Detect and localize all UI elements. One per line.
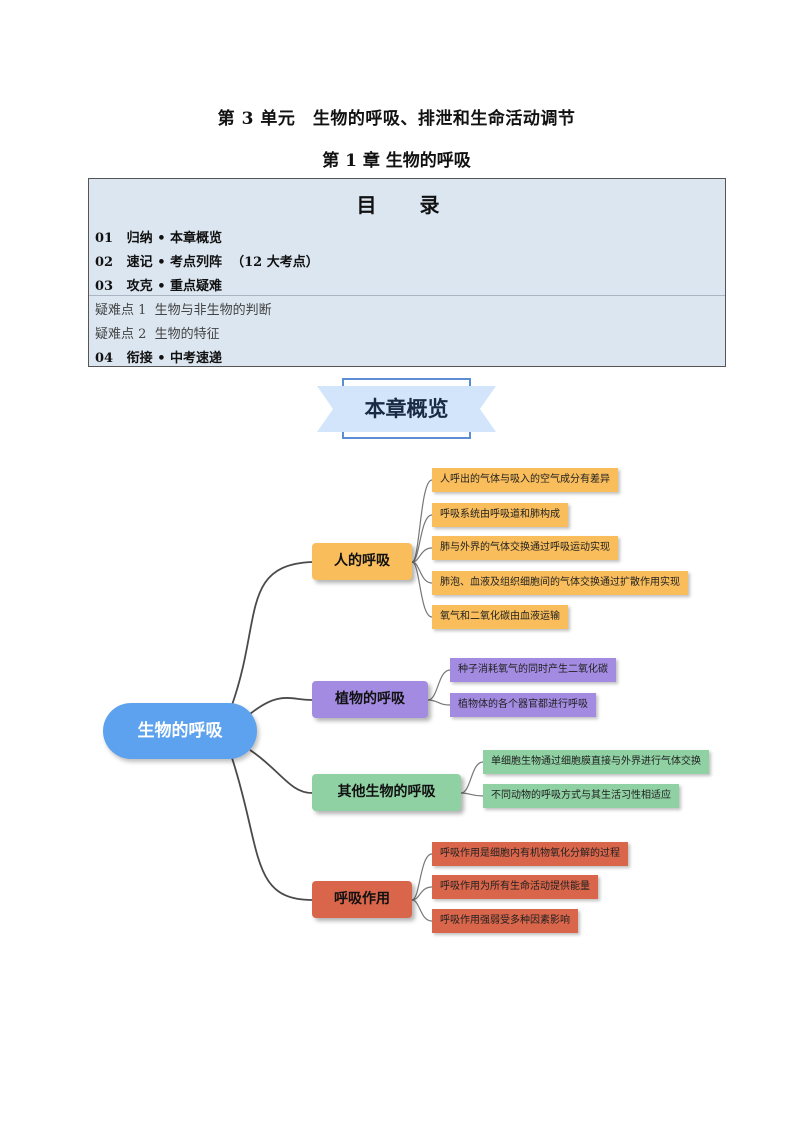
toc-heading: 目 录	[356, 193, 458, 217]
toc-subitem[interactable]: 疑难点 1 生物与非生物的判断	[95, 303, 272, 318]
branch-human-respiration: 人的呼吸	[312, 543, 412, 580]
leaf-node: 呼吸作用强弱受多种因素影响	[432, 909, 578, 933]
chapter-title: 第 1 章 生物的呼吸	[322, 151, 471, 171]
branch-plant-respiration: 植物的呼吸	[312, 681, 428, 718]
banner-label: 本章概览	[364, 397, 449, 421]
leaf-node: 植物体的各个器官都进行呼吸	[450, 693, 596, 717]
toc-item[interactable]: 02 速记 • 考点列阵 （12 大考点）	[95, 255, 319, 270]
unit-title: 第 3 单元 生物的呼吸、排泄和生命活动调节	[217, 109, 576, 129]
mindmap-connectors	[231, 479, 484, 922]
toc-subitem[interactable]: 疑难点 2 生物的特征	[95, 327, 220, 342]
leaf-node: 肺与外界的气体交换通过呼吸运动实现	[432, 536, 618, 560]
leaf-node: 呼吸作用为所有生命活动提供能量	[432, 875, 598, 899]
leaf-node: 呼吸作用是细胞内有机物氧化分解的过程	[432, 842, 628, 866]
leaf-node: 单细胞生物通过细胞膜直接与外界进行气体交换	[483, 750, 709, 774]
toc-divider	[89, 295, 725, 296]
branch-respiration-function: 呼吸作用	[312, 881, 412, 918]
toc-item[interactable]: 01 归纳 • 本章概览	[95, 231, 223, 246]
leaf-node: 人呼出的气体与吸入的空气成分有差异	[432, 468, 618, 492]
leaf-node: 氧气和二氧化碳由血液运输	[432, 605, 568, 629]
mindmap-root: 生物的呼吸	[103, 703, 257, 759]
leaf-node: 不同动物的呼吸方式与其生活习性相适应	[483, 784, 679, 808]
toc-item[interactable]: 04 衔接 • 中考速递	[95, 351, 223, 366]
branch-other-organisms: 其他生物的呼吸	[312, 774, 461, 811]
table-of-contents: 目 录 01 归纳 • 本章概览 02 速记 • 考点列阵 （12 大考点） 0…	[88, 178, 726, 367]
leaf-node: 种子消耗氧气的同时产生二氧化碳	[450, 658, 616, 682]
banner-ribbon	[317, 386, 496, 432]
leaf-node: 呼吸系统由呼吸道和肺构成	[432, 503, 568, 527]
toc-item[interactable]: 03 攻克 • 重点疑难	[95, 279, 223, 294]
leaf-node: 肺泡、血液及组织细胞间的气体交换通过扩散作用实现	[432, 571, 688, 595]
